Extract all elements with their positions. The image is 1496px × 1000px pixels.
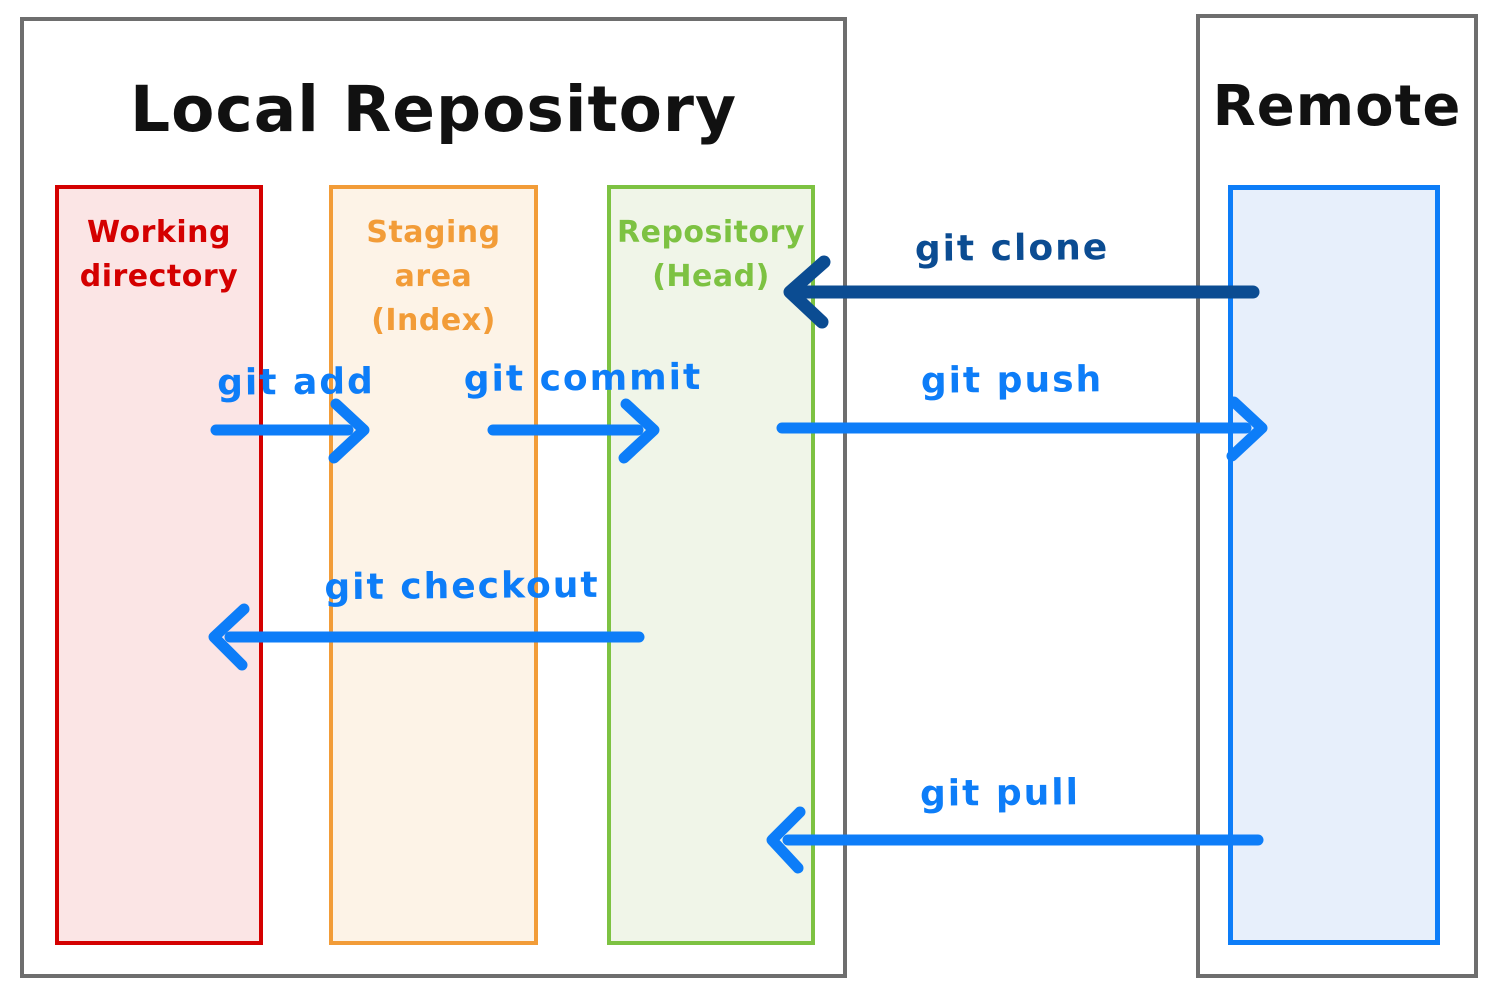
repository-head-label-line1: Repository bbox=[617, 215, 805, 250]
working-directory-box: Working directory bbox=[55, 185, 263, 945]
working-directory-label-line1: Working bbox=[87, 215, 231, 250]
git-clone-arrow bbox=[783, 255, 1260, 329]
staging-area-label-line1: Staging bbox=[366, 215, 501, 250]
git-push-label: git push bbox=[920, 359, 1104, 402]
working-directory-label-line2: directory bbox=[79, 259, 239, 294]
git-commit-label: git commit bbox=[463, 356, 703, 401]
staging-area-label-line3: (Index) bbox=[371, 303, 496, 338]
staging-area-label: Staging area (Index) bbox=[333, 211, 534, 343]
remote-title: Remote bbox=[1212, 74, 1462, 139]
git-clone-label: git clone bbox=[914, 227, 1110, 270]
repository-head-label-line2: (Head) bbox=[652, 259, 770, 294]
staging-area-box: Staging area (Index) bbox=[329, 185, 538, 945]
git-add-label: git add bbox=[216, 361, 376, 404]
working-directory-label: Working directory bbox=[59, 211, 259, 299]
git-push-arrow bbox=[776, 396, 1268, 462]
git-checkout-label: git checkout bbox=[324, 564, 600, 609]
repository-head-label: Repository (Head) bbox=[611, 211, 811, 299]
repository-head-box: Repository (Head) bbox=[607, 185, 815, 945]
local-repository-title: Local Repository bbox=[129, 73, 738, 146]
remote-repository-box bbox=[1228, 185, 1440, 945]
git-pull-label: git pull bbox=[919, 772, 1081, 815]
staging-area-label-line2: area bbox=[394, 259, 473, 294]
